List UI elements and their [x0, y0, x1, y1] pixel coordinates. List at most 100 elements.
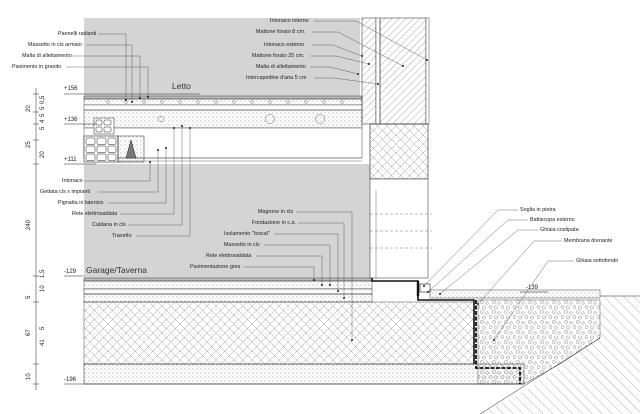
- label-ghiaia-costipata: Ghiaia costipata: [540, 227, 579, 233]
- dim-41: 41: [40, 339, 46, 346]
- callout-fondazione: Fondazione in c.a.: [252, 220, 345, 299]
- lower-insulation: [83, 288, 373, 295]
- callout-intonaco-interno: Intonaco interno: [270, 18, 428, 61]
- level-minus-139: -139: [520, 285, 548, 293]
- dimension-chain: 20 0,5 5 5 4 5 25 20 240 1,5 10 5 67 5 4…: [26, 88, 46, 390]
- callout-soglia: Soglia in pietra: [423, 207, 556, 287]
- dim-1-5: 1,5: [40, 269, 46, 278]
- callout-isolamento: Isolamento "Isocal": [224, 231, 339, 292]
- level-111: +111: [64, 157, 96, 165]
- label-massetto-cls: Massetto in cls: [224, 242, 260, 248]
- level-minus-129-text: -129: [64, 269, 77, 275]
- foundation-base: [83, 363, 525, 385]
- label-gettata-cls: Gettata cls x impianti: [40, 189, 90, 195]
- callout-rete-elettro: Rete elettrosaldata: [72, 127, 175, 217]
- wall-lower-plinth: [369, 178, 429, 279]
- dim-240: 240: [26, 219, 32, 230]
- lower-lean-concrete: [83, 293, 373, 303]
- label-pavimentazione-gres: Pavimentazione gres: [190, 264, 241, 270]
- callout-intonaco: Intonaco: [62, 161, 151, 184]
- natural-ground: [480, 296, 640, 414]
- label-intonaco-interno: Intonaco interno: [270, 18, 309, 24]
- label-intonaco: Intonaco: [62, 178, 83, 184]
- label-battiscopa: Battiscopa esterno: [530, 217, 575, 223]
- label-mattone-8: Mattone forato 8 cm.: [256, 29, 305, 35]
- label-membrana: Membrana drenante: [564, 238, 613, 244]
- upper-floor-finish: [83, 95, 363, 100]
- level-minus-196-text: -196: [64, 377, 77, 383]
- callout-intercapedine: Intercapedine d'aria 5 cm: [246, 75, 379, 85]
- label-caldana: Caldana in cls: [92, 222, 126, 228]
- label-massetto-armato: Massetto in cls armato: [28, 42, 82, 48]
- wall-plaster: [425, 17, 430, 125]
- callout-caldana: Caldana in cls: [92, 125, 183, 228]
- level-136-text: +136: [64, 117, 78, 123]
- wall-outer-brick: [361, 17, 377, 125]
- room-name-lower: Garage/Taverna: [86, 265, 147, 275]
- label-rete-elettro-2: Rete elettrosaldata: [206, 253, 251, 259]
- label-fondazione: Fondazione in c.a.: [252, 220, 296, 226]
- label-isolamento: Isolamento "Isocal": [224, 231, 270, 237]
- radiant-pipes: [106, 100, 344, 124]
- dim-25: 25: [26, 141, 32, 148]
- level-minus-196: -196: [64, 377, 84, 385]
- label-travetto: Travetto: [112, 233, 132, 239]
- label-intercapedine: Intercapedine d'aria 5 cm: [246, 75, 307, 81]
- radiant-panels: [83, 104, 363, 111]
- label-malta-allettamento: Malta di allettamento: [22, 53, 72, 59]
- drainage-membrane: [475, 300, 521, 384]
- room-name-upper: Letto: [172, 81, 191, 91]
- level-minus-129: -129: [64, 269, 84, 277]
- wall-inner-brick: [379, 17, 427, 125]
- callout-travetto: Travetto: [112, 127, 191, 239]
- exterior-threshold: [419, 283, 431, 293]
- callout-membrana: Membrana drenante: [477, 238, 613, 305]
- dim-5-d: 5: [26, 295, 32, 299]
- label-mattone-25: Mattone forato 25 cm.: [252, 53, 304, 59]
- dim-4: 4: [40, 119, 46, 123]
- label-rete-elettro: Rete elettrosaldata: [72, 211, 117, 217]
- dim-20-mid: 20: [40, 151, 46, 158]
- callout-rete-elettro-2: Rete elettrosaldata: [206, 253, 323, 286]
- callout-massetto-armato: Massetto in cls armato: [28, 42, 133, 103]
- callout-mattone-25: Mattone forato 25 cm.: [252, 53, 370, 65]
- dim-5-e: 5: [40, 326, 46, 330]
- label-magrone: Magrone in cls: [258, 209, 293, 215]
- callout-intonaco-esterno: Intonaco esterno: [264, 42, 363, 57]
- callout-massetto-cls: Massetto in cls: [224, 242, 331, 286]
- label-pignatta: Pignatta in laterizio: [58, 200, 104, 206]
- callout-pavimento-granito: Pavimento in granito: [12, 64, 149, 98]
- callout-magrone: Magrone in cls: [258, 209, 353, 341]
- slab-topping: [83, 109, 363, 129]
- level-156-text: +156: [64, 86, 78, 92]
- dim-5-a: 5: [40, 106, 46, 110]
- hollow-block-detail: [83, 117, 145, 163]
- level-136: +136: [64, 117, 96, 125]
- callout-ghiaia-sottofondo: Ghiaia sottofondo: [493, 258, 618, 341]
- callout-pavimentazione-gres: Pavimentazione gres: [190, 264, 315, 281]
- label-soglia: Soglia in pietra: [520, 207, 556, 213]
- dim-10-a: 10: [40, 285, 46, 292]
- label-pannelli-radianti: Pannelli radianti: [58, 31, 96, 37]
- dim-5-c: 5: [40, 126, 46, 130]
- level-111-text: +111: [64, 157, 77, 163]
- dim-10-b: 10: [26, 373, 32, 380]
- room-lower-fill: [84, 164, 370, 278]
- callout-malta-allettamento-2: Malta di allettamento: [256, 64, 359, 75]
- lower-screed: [83, 280, 373, 290]
- callout-pannelli-radianti: Pannelli radianti: [58, 31, 127, 101]
- wall-lower-block: [369, 123, 429, 180]
- label-malta-allettamento-2: Malta di allettamento: [256, 64, 306, 70]
- dim-5-b: 5: [40, 113, 46, 117]
- callout-battiscopa: Battiscopa esterno: [427, 217, 575, 293]
- lower-floor-finish: [83, 277, 373, 282]
- callout-gettata-cls: Gettata cls x impianti: [40, 149, 159, 195]
- dim-20-top: 20: [26, 105, 32, 112]
- exterior-paving: [429, 289, 601, 299]
- callout-pignatta: Pignatta in laterizio: [58, 147, 167, 206]
- callout-ghiaia-costipata: Ghiaia costipata: [439, 227, 579, 295]
- dim-67: 67: [26, 329, 32, 336]
- label-ghiaia-sottofondo: Ghiaia sottofondo: [576, 258, 618, 264]
- room-upper-fill: [84, 18, 360, 96]
